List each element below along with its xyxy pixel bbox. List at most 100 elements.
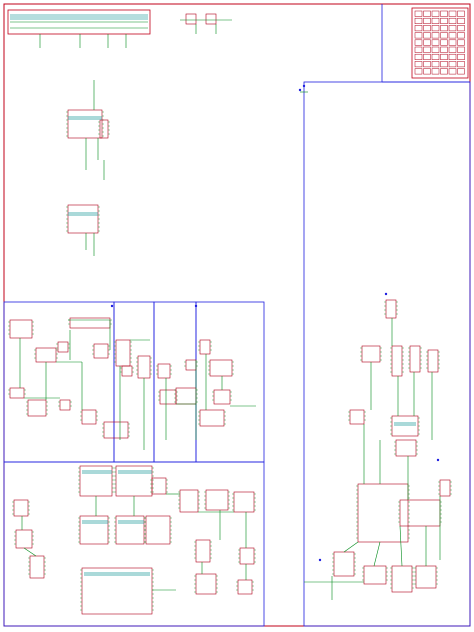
connector-bar: [118, 520, 144, 524]
component-block: [391, 565, 413, 593]
component-block: [115, 339, 131, 367]
component-block: [239, 547, 255, 565]
region-left-middle-c: [153, 301, 197, 463]
component-block: [29, 555, 45, 579]
title-block-cell: [414, 61, 423, 68]
component-block: [137, 355, 151, 379]
component-block: [157, 363, 171, 379]
title-block-cell: [423, 25, 431, 32]
component-block: [179, 489, 199, 513]
title-block-cell: [431, 68, 440, 75]
component-block: [57, 341, 69, 353]
top-small-cluster: [180, 13, 232, 34]
title-block-cell: [448, 46, 457, 53]
title-block-cell: [440, 39, 448, 46]
title-block-cell: [440, 61, 448, 68]
component-block: [99, 119, 109, 139]
component-block: [81, 409, 97, 425]
component-block: [195, 539, 211, 563]
title-block-cell: [440, 25, 448, 32]
component-block: [67, 204, 99, 234]
component-block: [209, 359, 233, 377]
component-block: [185, 359, 197, 371]
title-block-cell: [431, 25, 440, 32]
component-block: [15, 529, 33, 549]
component-block: [361, 345, 381, 363]
title-block-cell: [423, 46, 431, 53]
wire: [343, 541, 359, 553]
title-block-cell: [448, 25, 457, 32]
title-block-cell: [423, 17, 431, 24]
title-block-cell: [440, 32, 448, 39]
connector-bar: [68, 116, 102, 120]
component-block: [199, 409, 225, 427]
title-block-cell: [423, 39, 431, 46]
component-block: [349, 409, 365, 425]
title-block-cell: [448, 10, 457, 17]
component-block: [399, 499, 441, 527]
connector-bar: [68, 212, 98, 216]
title-block-cell: [431, 46, 440, 53]
component-block: [237, 579, 253, 595]
component-block: [9, 387, 25, 399]
title-block-cell: [431, 61, 440, 68]
title-block-cell: [457, 68, 465, 75]
title-block-cell: [431, 53, 440, 60]
component-block: [175, 387, 197, 405]
component-block: [233, 491, 255, 513]
component-block: [357, 483, 409, 543]
title-block-cell: [448, 39, 457, 46]
component-block: [427, 349, 439, 373]
top-connector-block: [7, 9, 151, 35]
component-block: [395, 439, 417, 457]
title-block-cell: [423, 32, 431, 39]
net-marker: [302, 84, 306, 88]
title-block-cell: [414, 25, 423, 32]
title-block-cell: [457, 39, 465, 46]
title-block-cell: [448, 68, 457, 75]
component-block: [195, 573, 217, 595]
connector-bar: [84, 572, 150, 576]
wire: [23, 547, 37, 557]
title-block-cell: [414, 53, 423, 60]
component-block: [363, 565, 387, 585]
connector-bar: [82, 470, 112, 474]
title-block-cell: [431, 10, 440, 17]
top-connector-drops: [39, 34, 127, 48]
title-block-cell: [457, 25, 465, 32]
component-block: [145, 515, 171, 545]
component-block: [415, 565, 437, 589]
net-marker: [298, 88, 302, 92]
title-block-cell: [431, 17, 440, 24]
title-block-cell: [414, 46, 423, 53]
region-left-bottom: [3, 461, 265, 627]
title-block-cell: [440, 46, 448, 53]
component-block: [59, 399, 71, 411]
title-block-cell: [448, 17, 457, 24]
circuit-parts: [8, 84, 452, 615]
net-marker: [110, 304, 114, 308]
title-block-cell: [457, 32, 465, 39]
title-block-cell: [457, 61, 465, 68]
title-block-cell: [414, 32, 423, 39]
title-block-cell: [423, 53, 431, 60]
title-block-cell: [457, 10, 465, 17]
region-left-middle-a: [3, 301, 115, 463]
title-block-cell: [448, 61, 457, 68]
title-block-cell: [440, 17, 448, 24]
component-block: [93, 343, 109, 359]
component-block: [439, 479, 451, 497]
title-block-cell: [414, 10, 423, 17]
title-block-cell: [440, 53, 448, 60]
connector-bar: [394, 422, 416, 426]
component-block: [199, 339, 211, 355]
component-block: [9, 319, 33, 339]
component-block: [69, 317, 111, 329]
connector-bar: [118, 470, 152, 474]
component-block: [13, 499, 29, 517]
net-marker: [318, 558, 322, 562]
component-block: [391, 345, 403, 377]
component-block: [121, 365, 133, 377]
circuit-wires: [19, 80, 441, 600]
net-marker: [194, 304, 198, 308]
